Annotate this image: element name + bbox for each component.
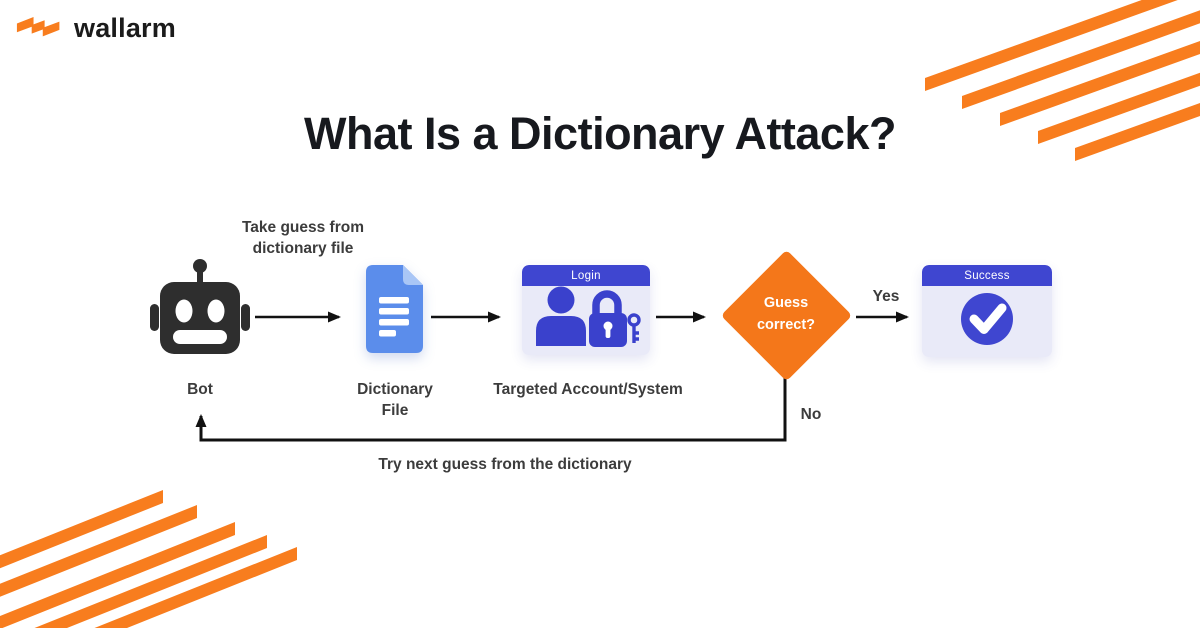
success-header: Success xyxy=(922,265,1052,286)
page-title: What Is a Dictionary Attack? xyxy=(304,108,896,159)
robot-icon xyxy=(150,258,250,358)
success-node: Success xyxy=(922,265,1052,357)
wallarm-zigzag-icon xyxy=(16,15,64,43)
check-circle-icon xyxy=(961,293,1013,345)
target-account-label: Targeted Account/System xyxy=(493,381,683,398)
brand-logo: wallarm xyxy=(16,13,176,44)
edge-label-no: No xyxy=(800,406,822,423)
decision-label: Guess correct? xyxy=(756,295,816,333)
user-icon xyxy=(547,286,575,314)
bot-node xyxy=(150,258,250,358)
dictionary-file-node xyxy=(366,265,423,353)
login-header: Login xyxy=(522,265,650,286)
brand-name: wallarm xyxy=(74,13,176,43)
diagonal-stripes-bottom-left xyxy=(0,490,297,628)
edge-label-try-next: Try next guess from the dictionary xyxy=(378,456,632,473)
diagonal-stripes-top-right xyxy=(925,0,1200,161)
user-and-padlock-icons xyxy=(536,286,641,347)
key-icon xyxy=(627,313,641,343)
edge-label-yes: Yes xyxy=(872,288,900,305)
document-file-icon xyxy=(366,265,423,353)
target-account-node: Login xyxy=(522,265,650,355)
bot-label: Bot xyxy=(187,381,213,398)
edge-label-take-guess: Take guess from dictionary file xyxy=(241,219,365,257)
dictionary-file-label: Dictionary File xyxy=(357,381,433,419)
